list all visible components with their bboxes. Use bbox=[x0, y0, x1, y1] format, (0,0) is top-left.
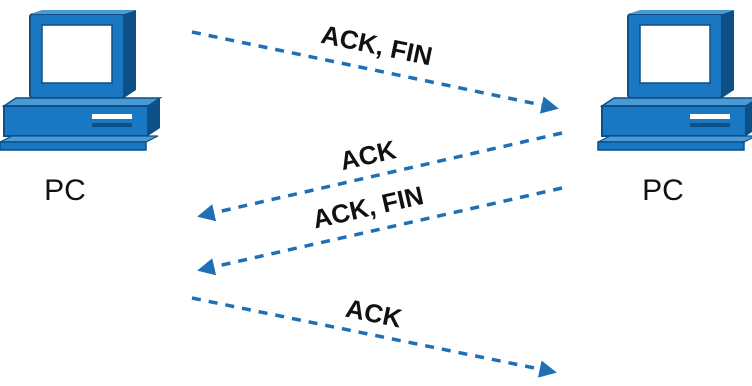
message-4: ACK bbox=[191, 293, 557, 378]
message-4-arrow bbox=[191, 296, 557, 378]
left-pc: PC bbox=[0, 10, 163, 207]
message-2-arrow bbox=[197, 131, 563, 222]
message-3: ACK, FIN bbox=[197, 180, 563, 276]
message-1-label: ACK, FIN bbox=[319, 19, 435, 71]
computer-icon bbox=[597, 10, 752, 151]
message-1-arrow bbox=[191, 30, 559, 114]
message-4-label: ACK bbox=[343, 293, 404, 334]
message-3-arrow bbox=[197, 186, 563, 276]
right-pc-label: PC bbox=[642, 174, 684, 207]
right-pc: PC bbox=[597, 10, 752, 207]
computer-icon bbox=[0, 10, 163, 151]
left-pc-label: PC bbox=[44, 174, 86, 207]
message-2-label: ACK bbox=[337, 134, 399, 176]
message-1: ACK, FIN bbox=[191, 19, 559, 114]
